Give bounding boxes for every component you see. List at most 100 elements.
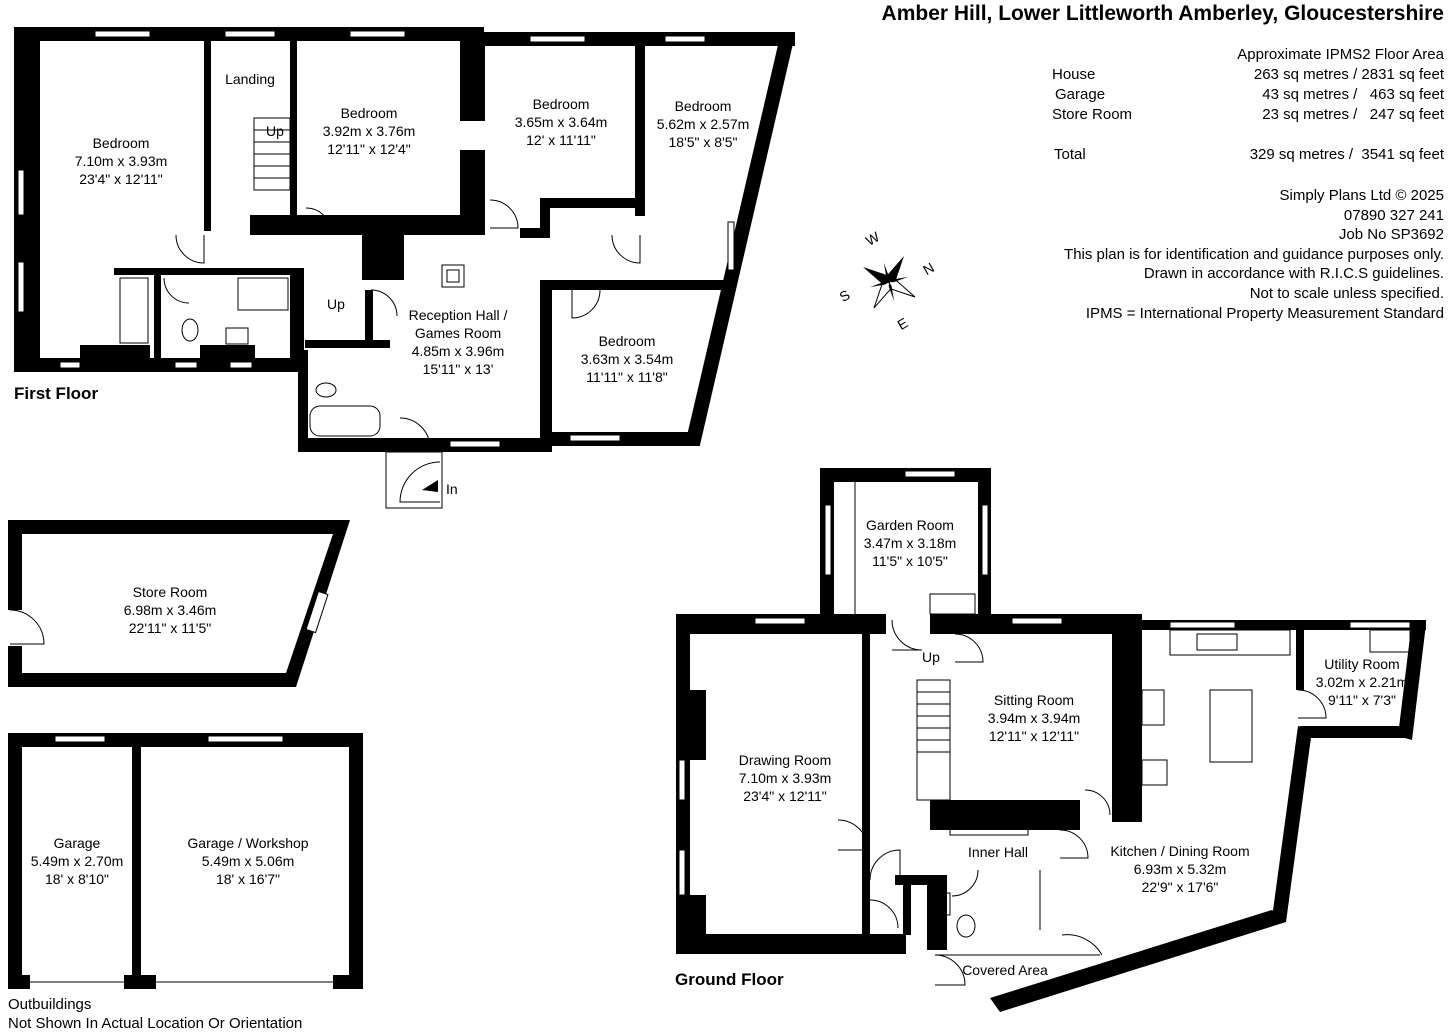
room-imperial: 12'11" x 12'4" (327, 141, 411, 157)
room-imperial: 18' x 8'10" (45, 871, 109, 887)
appliance (1141, 759, 1168, 786)
wall (132, 747, 141, 989)
roof-light (441, 264, 465, 288)
room-metric: 6.98m x 3.46m (124, 602, 217, 618)
room-metric: 5.49m x 2.70m (31, 853, 124, 869)
basin (225, 327, 249, 345)
wall (540, 198, 645, 208)
window (349, 30, 406, 38)
sink (1196, 633, 1238, 651)
room-metric: 5.62m x 2.57m (657, 116, 750, 132)
area-table-heading: Approximate IPMS2 Floor Area (1237, 46, 1444, 63)
compass-s: S (836, 286, 852, 305)
cupboard (949, 824, 1029, 836)
first-floor-label: First Floor (14, 384, 99, 403)
first-floor-labels: Bedroom 7.10m x 3.93m 23'4" x 12'11" Lan… (75, 71, 750, 385)
room-imperial: 22'11" x 11'5" (129, 620, 212, 636)
room-metric: 3.47m x 3.18m (864, 535, 957, 551)
compass-rose-icon: W N S E (836, 228, 936, 333)
outbuildings-caption: Outbuildings Not Shown In Actual Locatio… (8, 995, 302, 1033)
room-metric: 5.49m x 5.06m (202, 853, 295, 869)
front-door (399, 461, 441, 503)
window (94, 30, 151, 38)
area-row-label: Store Room (1052, 106, 1133, 123)
room-name: Bedroom (599, 333, 656, 349)
staircase (916, 679, 951, 801)
room-name: Bedroom (533, 96, 590, 112)
room-name: Bedroom (341, 105, 398, 121)
ground-floor-plan (676, 468, 1426, 1012)
toilet (315, 382, 337, 398)
room-name: Sitting Room (994, 692, 1074, 708)
door (934, 954, 966, 986)
window (824, 504, 832, 576)
room-name: Store Room (133, 584, 208, 600)
wall (640, 32, 795, 46)
area-row-total: Total 329 sq metres / 3541 sq feet (1020, 146, 1444, 166)
wall (298, 438, 552, 452)
door (1059, 829, 1089, 859)
note-scale: Not to scale unless specified. (1249, 284, 1444, 302)
wall (333, 975, 363, 989)
window (229, 361, 253, 369)
range-cooker (1141, 689, 1165, 726)
cupboard (119, 277, 149, 344)
wall (290, 215, 485, 235)
compass-e: E (894, 314, 910, 333)
door (571, 289, 601, 319)
wall (676, 934, 906, 954)
door (489, 199, 519, 229)
ground-floor-label: Ground Floor (675, 970, 784, 989)
wall (903, 875, 911, 935)
room-name: Bedroom (675, 98, 732, 114)
wall (1398, 620, 1426, 740)
note-phone: 07890 327 241 (1343, 206, 1444, 224)
window (1011, 617, 1063, 625)
room-imperial: 15'11" x 13' (423, 361, 494, 377)
page-title: Amber Hill, Lower Littleworth Amberley, … (881, 2, 1444, 25)
stair-up-label: Up (922, 649, 940, 665)
room-imperial: 9'11" x 7'3" (1328, 692, 1396, 708)
room-imperial: 12' x 11'11" (526, 132, 596, 148)
water-tank-icon (373, 242, 397, 266)
outbuildings-note: Not Shown In Actual Location Or Orientat… (8, 1015, 303, 1032)
window (59, 361, 81, 369)
door (163, 277, 190, 304)
wall (676, 690, 706, 760)
area-row-label: Garage (1055, 86, 1106, 103)
area-row-value: 23 sq metres / 247 sq feet (1262, 106, 1444, 123)
room-imperial: 11'11" x 11'8" (586, 369, 667, 385)
room-imperial: 12'11" x 12'11" (989, 728, 1079, 744)
wall (1300, 726, 1412, 738)
wall (540, 282, 552, 446)
wall (349, 733, 363, 989)
shower-tray (237, 277, 289, 311)
area-table: Approximate IPMS2 Floor Area House 263 s… (1020, 46, 1444, 166)
landing-label: Landing (225, 71, 275, 87)
wall (540, 198, 550, 238)
room-name: Utility Room (1324, 656, 1399, 672)
window (754, 617, 806, 625)
window (1169, 621, 1236, 629)
room-metric: 3.94m x 3.94m (988, 710, 1081, 726)
window (727, 221, 735, 271)
toilet (181, 318, 199, 342)
door (869, 899, 899, 929)
room-imperial: 18'5" x 8'5" (669, 134, 738, 150)
room-name: Garage (54, 835, 101, 851)
wall (540, 280, 725, 290)
wall (8, 520, 22, 687)
area-total-value: 329 sq metres / 3541 sq feet (1249, 146, 1444, 163)
room-metric: 3.92m x 3.76m (323, 123, 416, 139)
ground-floor-labels: Garden Room 3.47m x 3.18m 11'5" x 10'5" … (739, 517, 1409, 978)
wall (520, 228, 550, 238)
wall (862, 634, 870, 934)
room-name: Drawing Room (739, 752, 832, 768)
window (1349, 621, 1411, 629)
door (611, 234, 641, 264)
door (869, 849, 901, 881)
area-row-garage: Garage 43 sq metres / 463 sq feet (1020, 86, 1444, 106)
wall (298, 350, 308, 450)
compass-w: W (863, 228, 883, 249)
